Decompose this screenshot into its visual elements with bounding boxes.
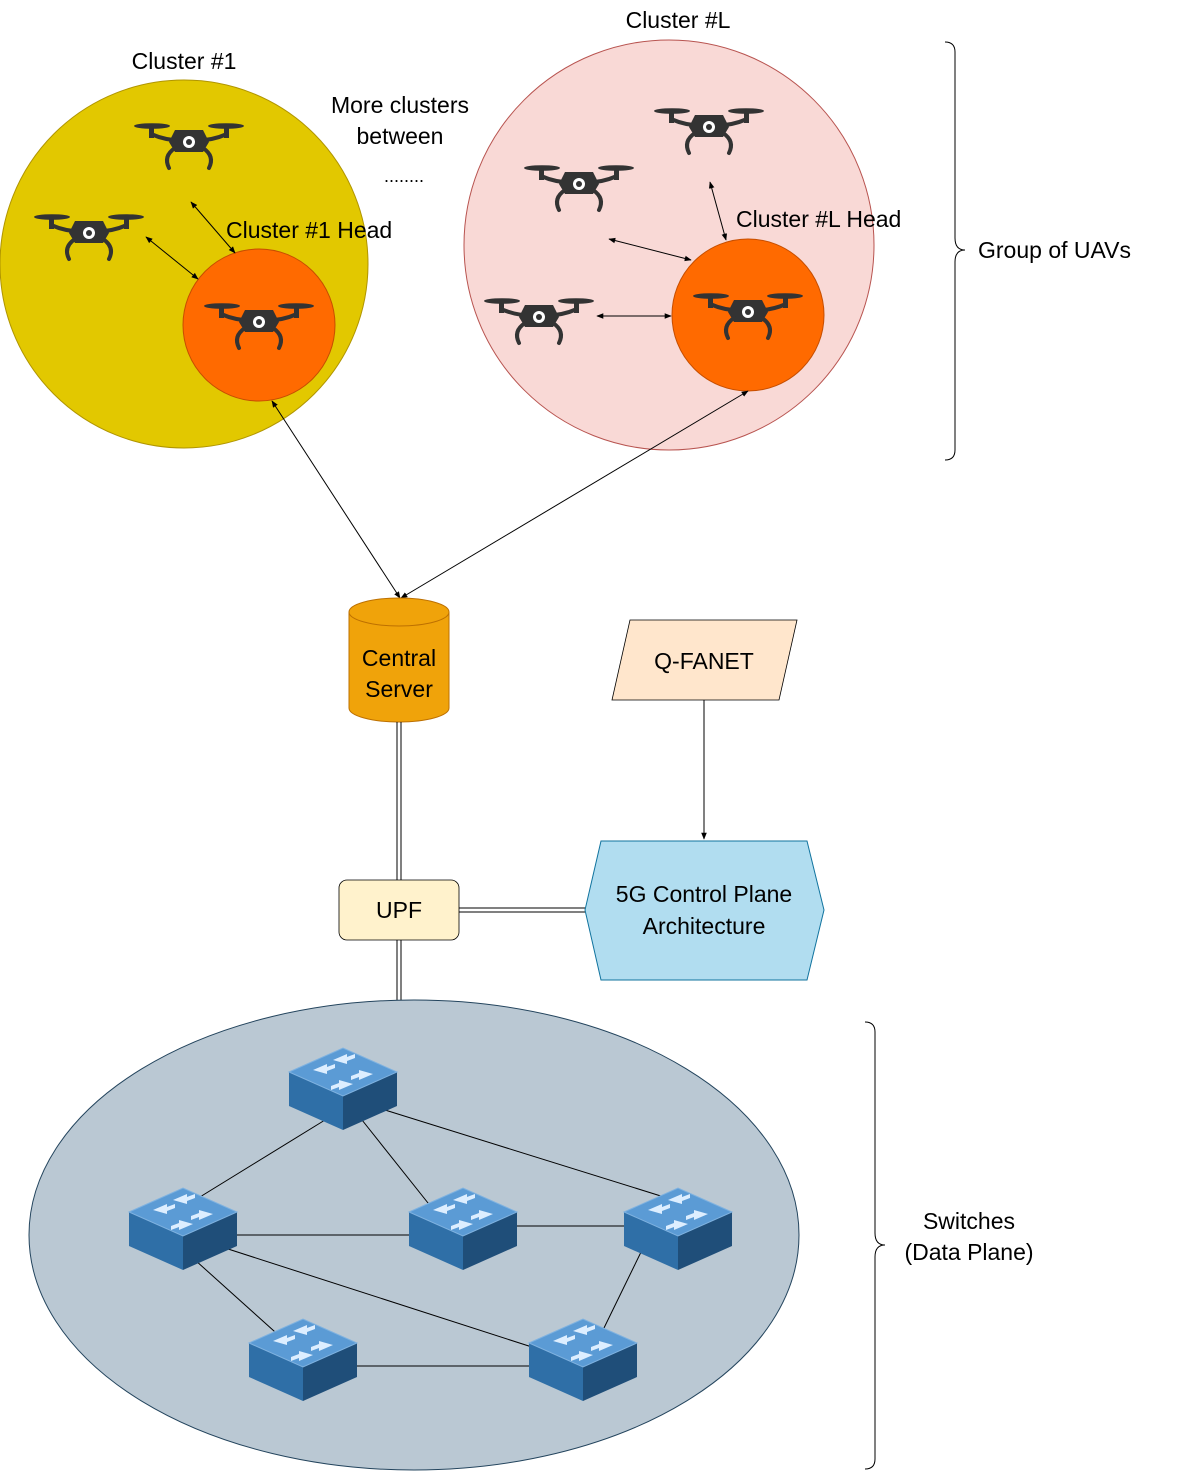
upf-box: UPF bbox=[338, 879, 460, 941]
user-plane-links bbox=[396, 722, 585, 1000]
link-arrow bbox=[190, 201, 236, 254]
upf-label: UPF bbox=[376, 897, 422, 923]
cluster-1-head-label: Cluster #1 Head bbox=[226, 217, 392, 243]
cluster-l-title: Cluster #L bbox=[626, 7, 731, 33]
link-arrow bbox=[708, 181, 728, 241]
central-server-line2: Server bbox=[365, 676, 433, 702]
group-of-uavs-brace: Group of UAVs bbox=[944, 41, 1131, 461]
data-plane-label-line2: (Data Plane) bbox=[904, 1239, 1033, 1265]
more-clusters-line1: More clusters bbox=[331, 92, 469, 118]
cluster-l-to-server-link bbox=[400, 390, 749, 599]
cluster-1: Cluster #1 Cluster #1 Head bbox=[0, 48, 392, 449]
q-fanet-label: Q-FANET bbox=[654, 648, 754, 674]
control-plane-line2: Architecture bbox=[643, 913, 766, 939]
central-server-line1: Central bbox=[362, 645, 436, 671]
switch-links bbox=[194, 1109, 665, 1367]
data-plane-label-line1: Switches bbox=[923, 1208, 1015, 1234]
more-clusters-line2: between bbox=[357, 123, 444, 149]
control-plane-line1: 5G Control Plane bbox=[616, 881, 792, 907]
central-server: Central Server bbox=[348, 597, 450, 723]
more-clusters-dots: ........ bbox=[384, 166, 424, 186]
data-plane-brace: Switches (Data Plane) bbox=[864, 1021, 1034, 1470]
cluster-1-title: Cluster #1 bbox=[132, 48, 237, 74]
cluster-l: Cluster #L Cluster #L Head bbox=[463, 7, 901, 451]
link-arrow bbox=[145, 236, 199, 280]
link-arrow bbox=[608, 237, 692, 262]
q-fanet-box: Q-FANET bbox=[611, 619, 798, 701]
cluster-1-to-server-link bbox=[271, 400, 401, 599]
cluster-l-head-label: Cluster #L Head bbox=[736, 206, 901, 232]
more-clusters-note: More clusters between ........ bbox=[331, 92, 469, 186]
cluster-l-area bbox=[463, 39, 875, 451]
control-plane-box: 5G Control Plane Architecture bbox=[584, 840, 825, 981]
data-plane bbox=[28, 999, 800, 1471]
group-of-uavs-label: Group of UAVs bbox=[978, 237, 1131, 263]
